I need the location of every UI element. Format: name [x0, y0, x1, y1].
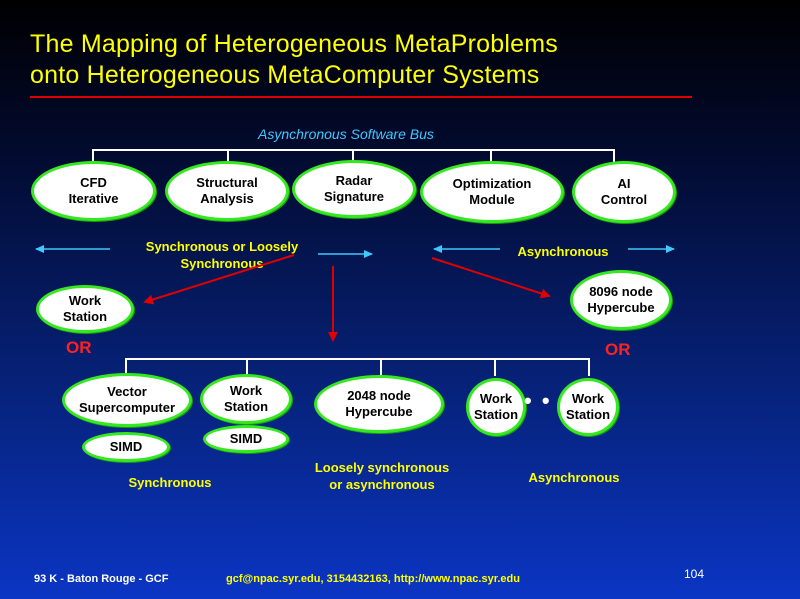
- loosely-sync-label: Loosely synchronous or asynchronous: [314, 460, 450, 492]
- asynchronous-bottom-label: Asynchronous: [528, 470, 620, 485]
- node-workstation-3: Work Station: [466, 378, 526, 436]
- bottom-bus-line: [125, 358, 590, 360]
- title-line-1: The Mapping of Heterogeneous MetaProblem…: [30, 30, 558, 58]
- bottom-drop-5: [588, 358, 590, 376]
- footer-left-text: 93 K - Baton Rouge - GCF: [34, 573, 169, 585]
- title-underline: [30, 96, 692, 98]
- red-arrow-to-hypercube: [431, 257, 551, 299]
- bottom-drop-3: [380, 358, 382, 376]
- bottom-drop-2: [246, 358, 248, 376]
- node-radar-signature: Radar Signature: [292, 160, 416, 218]
- title-line-2: onto Heterogeneous MetaComputer Systems: [30, 61, 540, 89]
- footer-contact-text: gcf@npac.syr.edu, 3154432163, http://www…: [226, 573, 520, 585]
- node-hypercube-2048: 2048 node Hypercube: [314, 375, 444, 433]
- or-label-left: OR: [66, 338, 92, 357]
- bus-drop-2: [227, 149, 229, 163]
- software-bus-label: Asynchronous Software Bus: [258, 126, 434, 142]
- node-workstation-left: Work Station: [36, 285, 134, 333]
- bus-drop-1: [92, 149, 94, 163]
- async-flow-label: Asynchronous: [517, 244, 609, 259]
- bus-drop-5: [613, 149, 615, 163]
- bottom-drop-4: [494, 358, 496, 376]
- bus-drop-3: [352, 149, 354, 161]
- bottom-drop-1: [125, 358, 127, 376]
- bus-drop-4: [490, 149, 492, 163]
- node-cfd-iterative: CFD Iterative: [31, 161, 156, 221]
- node-workstation-2: Work Station: [200, 374, 292, 424]
- node-structural-analysis: Structural Analysis: [165, 161, 289, 221]
- sync-flow-label: Synchronous or Loosely Synchronous: [145, 239, 299, 271]
- node-optimization-module: Optimization Module: [420, 161, 564, 223]
- node-workstation-4: Work Station: [557, 378, 619, 436]
- node-simd-left: SIMD: [82, 432, 170, 462]
- node-vector-supercomputer: Vector Supercomputer: [62, 373, 192, 427]
- node-hypercube-8096: 8096 node Hypercube: [570, 270, 672, 330]
- node-ai-control: AI Control: [572, 161, 676, 223]
- synchronous-label: Synchronous: [128, 475, 212, 490]
- red-arrow-to-workstation: [143, 254, 295, 305]
- or-label-right: OR: [605, 340, 631, 359]
- node-simd-right: SIMD: [203, 425, 289, 453]
- page-number: 104: [684, 567, 705, 581]
